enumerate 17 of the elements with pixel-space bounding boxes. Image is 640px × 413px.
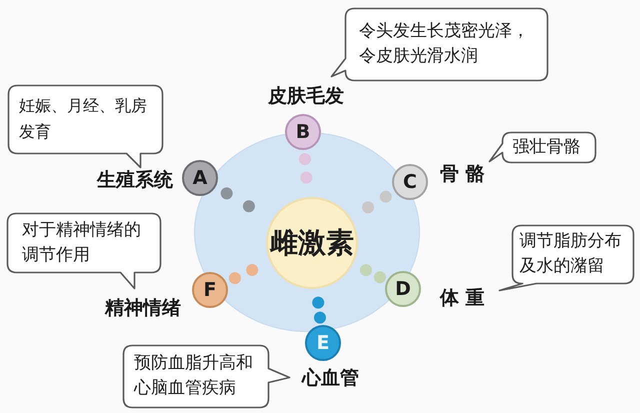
speech-bubble: 妊娠、月经、乳房发育 <box>6 84 164 168</box>
speech-bubble: 令头发生长茂密光泽，令皮肤光滑水润 <box>330 6 548 82</box>
letter-circle: B <box>285 114 321 150</box>
category-label: 精神情绪 <box>105 297 181 319</box>
speech-bubble: 预防血脂升高和心脑血管疾病 <box>122 344 290 408</box>
category-label: 心血管 <box>302 367 359 389</box>
category-label: 体 重 <box>440 287 485 309</box>
speech-bubble: 强壮骨骼 <box>488 130 596 164</box>
speech-bubble: 调节脂肪分布及水的潴留 <box>498 224 634 292</box>
speech-bubble: 对于精神情绪的调节作用 <box>6 212 162 290</box>
category-label: 骨 骼 <box>440 163 485 185</box>
letter-circle: A <box>182 160 218 196</box>
category-label: 生殖系统 <box>97 169 173 191</box>
center-circle: 雌激素 <box>266 197 358 289</box>
letter-circle: E <box>305 325 341 361</box>
category-label: 皮肤毛发 <box>268 85 344 107</box>
letter-circle: C <box>392 164 428 200</box>
